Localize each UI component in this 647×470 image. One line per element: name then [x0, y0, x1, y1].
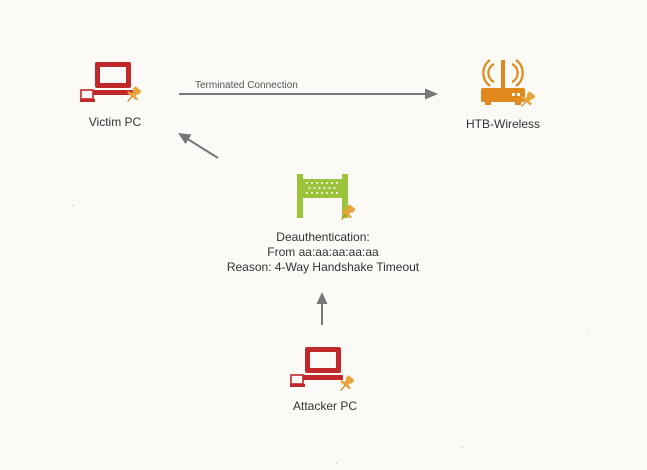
background-speck	[336, 463, 337, 464]
background-speck	[588, 330, 589, 331]
edge-terminated-connection	[179, 88, 438, 100]
laptop-icon	[80, 62, 133, 102]
laptop-icon	[290, 347, 343, 387]
victim-pc-node[interactable]	[80, 60, 150, 112]
edge-deauth-to-victim	[178, 133, 219, 159]
firewall-icon	[297, 174, 348, 218]
background-speck	[72, 205, 73, 206]
background-speck	[462, 447, 463, 448]
deauth-reason: Reason: 4-Way Handshake Timeout	[226, 260, 420, 274]
attacker-pc-label: Attacker PC	[292, 399, 358, 413]
arrowhead	[178, 133, 192, 144]
deauth-source: From aa:aa:aa:aa:aa	[267, 245, 379, 259]
victim-pc-label: Victim PC	[88, 115, 142, 129]
deauthentication-node[interactable]	[292, 170, 362, 224]
pin-icon	[127, 86, 142, 103]
attacker-pc-node[interactable]	[290, 345, 360, 397]
pin-icon	[341, 204, 356, 221]
htb-wireless-label: HTB-Wireless	[466, 117, 540, 131]
edge-label-terminated-connection: Terminated Connection	[195, 80, 298, 91]
pin-icon	[521, 91, 536, 108]
deauth-title: Deauthentication:	[276, 230, 370, 244]
htb-wireless-node[interactable]	[470, 54, 542, 112]
arrowhead	[425, 88, 438, 100]
edge-attacker-to-deauth	[316, 292, 328, 325]
arrowhead	[316, 292, 328, 304]
pin-icon	[340, 375, 355, 392]
edge-line	[185, 137, 219, 159]
wireless-router-icon	[481, 59, 525, 105]
deauthentication-label: Deauthentication: From aa:aa:aa:aa:aa Re…	[203, 230, 443, 275]
